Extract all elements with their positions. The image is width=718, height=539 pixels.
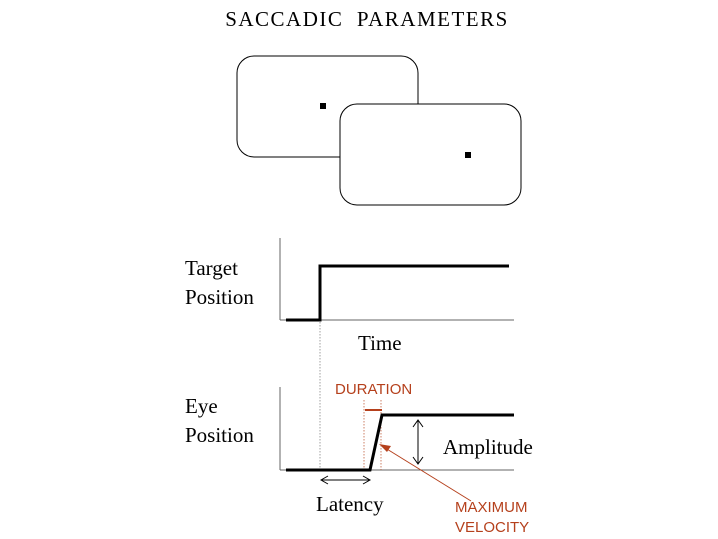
- amplitude-label: Amplitude: [443, 435, 533, 459]
- max-velocity-label-line1: MAXIMUM: [455, 499, 528, 516]
- max-velocity-label-line2: VELOCITY: [455, 519, 529, 536]
- slide-title: SACCADIC PARAMETERS: [225, 7, 509, 31]
- eye-position-plot: Eye Position: [185, 387, 514, 472]
- amplitude-arrow: [412, 419, 424, 465]
- max-velocity-arrow: [379, 444, 472, 502]
- fixation-dot: [320, 103, 326, 109]
- target-position-plot: Target Position Time: [185, 238, 514, 355]
- eye-ylabel-line2: Position: [185, 423, 254, 447]
- duration-label: DURATION: [335, 381, 412, 398]
- eye-ylabel-line1: Eye: [185, 394, 218, 418]
- time-axis-label: Time: [358, 331, 402, 355]
- latency-arrow: [319, 475, 372, 485]
- target-ylabel-line1: Target: [185, 256, 238, 280]
- screen-target: [339, 103, 522, 206]
- target-ylabel-line2: Position: [185, 285, 254, 309]
- latency-label: Latency: [316, 492, 384, 516]
- target-step-trace: [286, 264, 509, 322]
- eye-saccade-trace: [286, 413, 514, 472]
- target-dot: [465, 152, 471, 158]
